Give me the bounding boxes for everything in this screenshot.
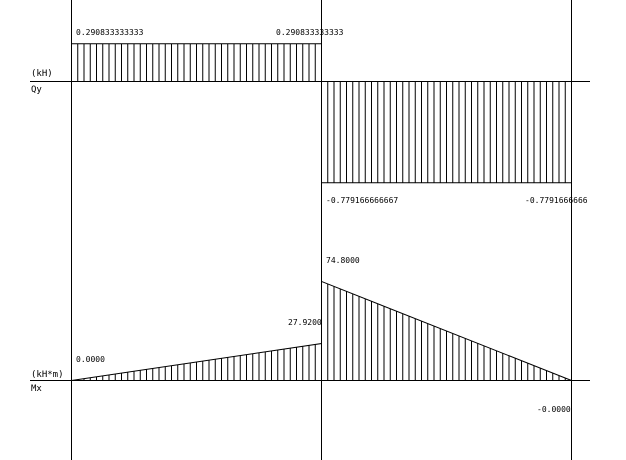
shear-outline [71,43,572,184]
moment-value-label: 0.0000 [76,355,105,364]
shear-value-label: 0.290833333333 [276,28,344,37]
moment-hatch-group [77,283,566,381]
moment-value-label: -0.0000 [537,405,571,414]
moment-value-label: 27.9200 [288,318,322,327]
moment-value-label: 74.8000 [326,256,360,265]
shear-hatch-group [71,43,572,183]
shear-unit-label: (kH) [31,69,53,79]
shear-value-label: 0.290833333333 [76,28,144,37]
shear-axis-label: Qy [31,85,42,95]
moment-axis-label: Mx [31,384,42,394]
moment-unit-label: (kH*m) [31,370,64,380]
moment-outline [71,280,572,381]
shear-value-label: -0.7791666666 [525,196,588,205]
shear-value-label: -0.779166666667 [326,196,398,205]
